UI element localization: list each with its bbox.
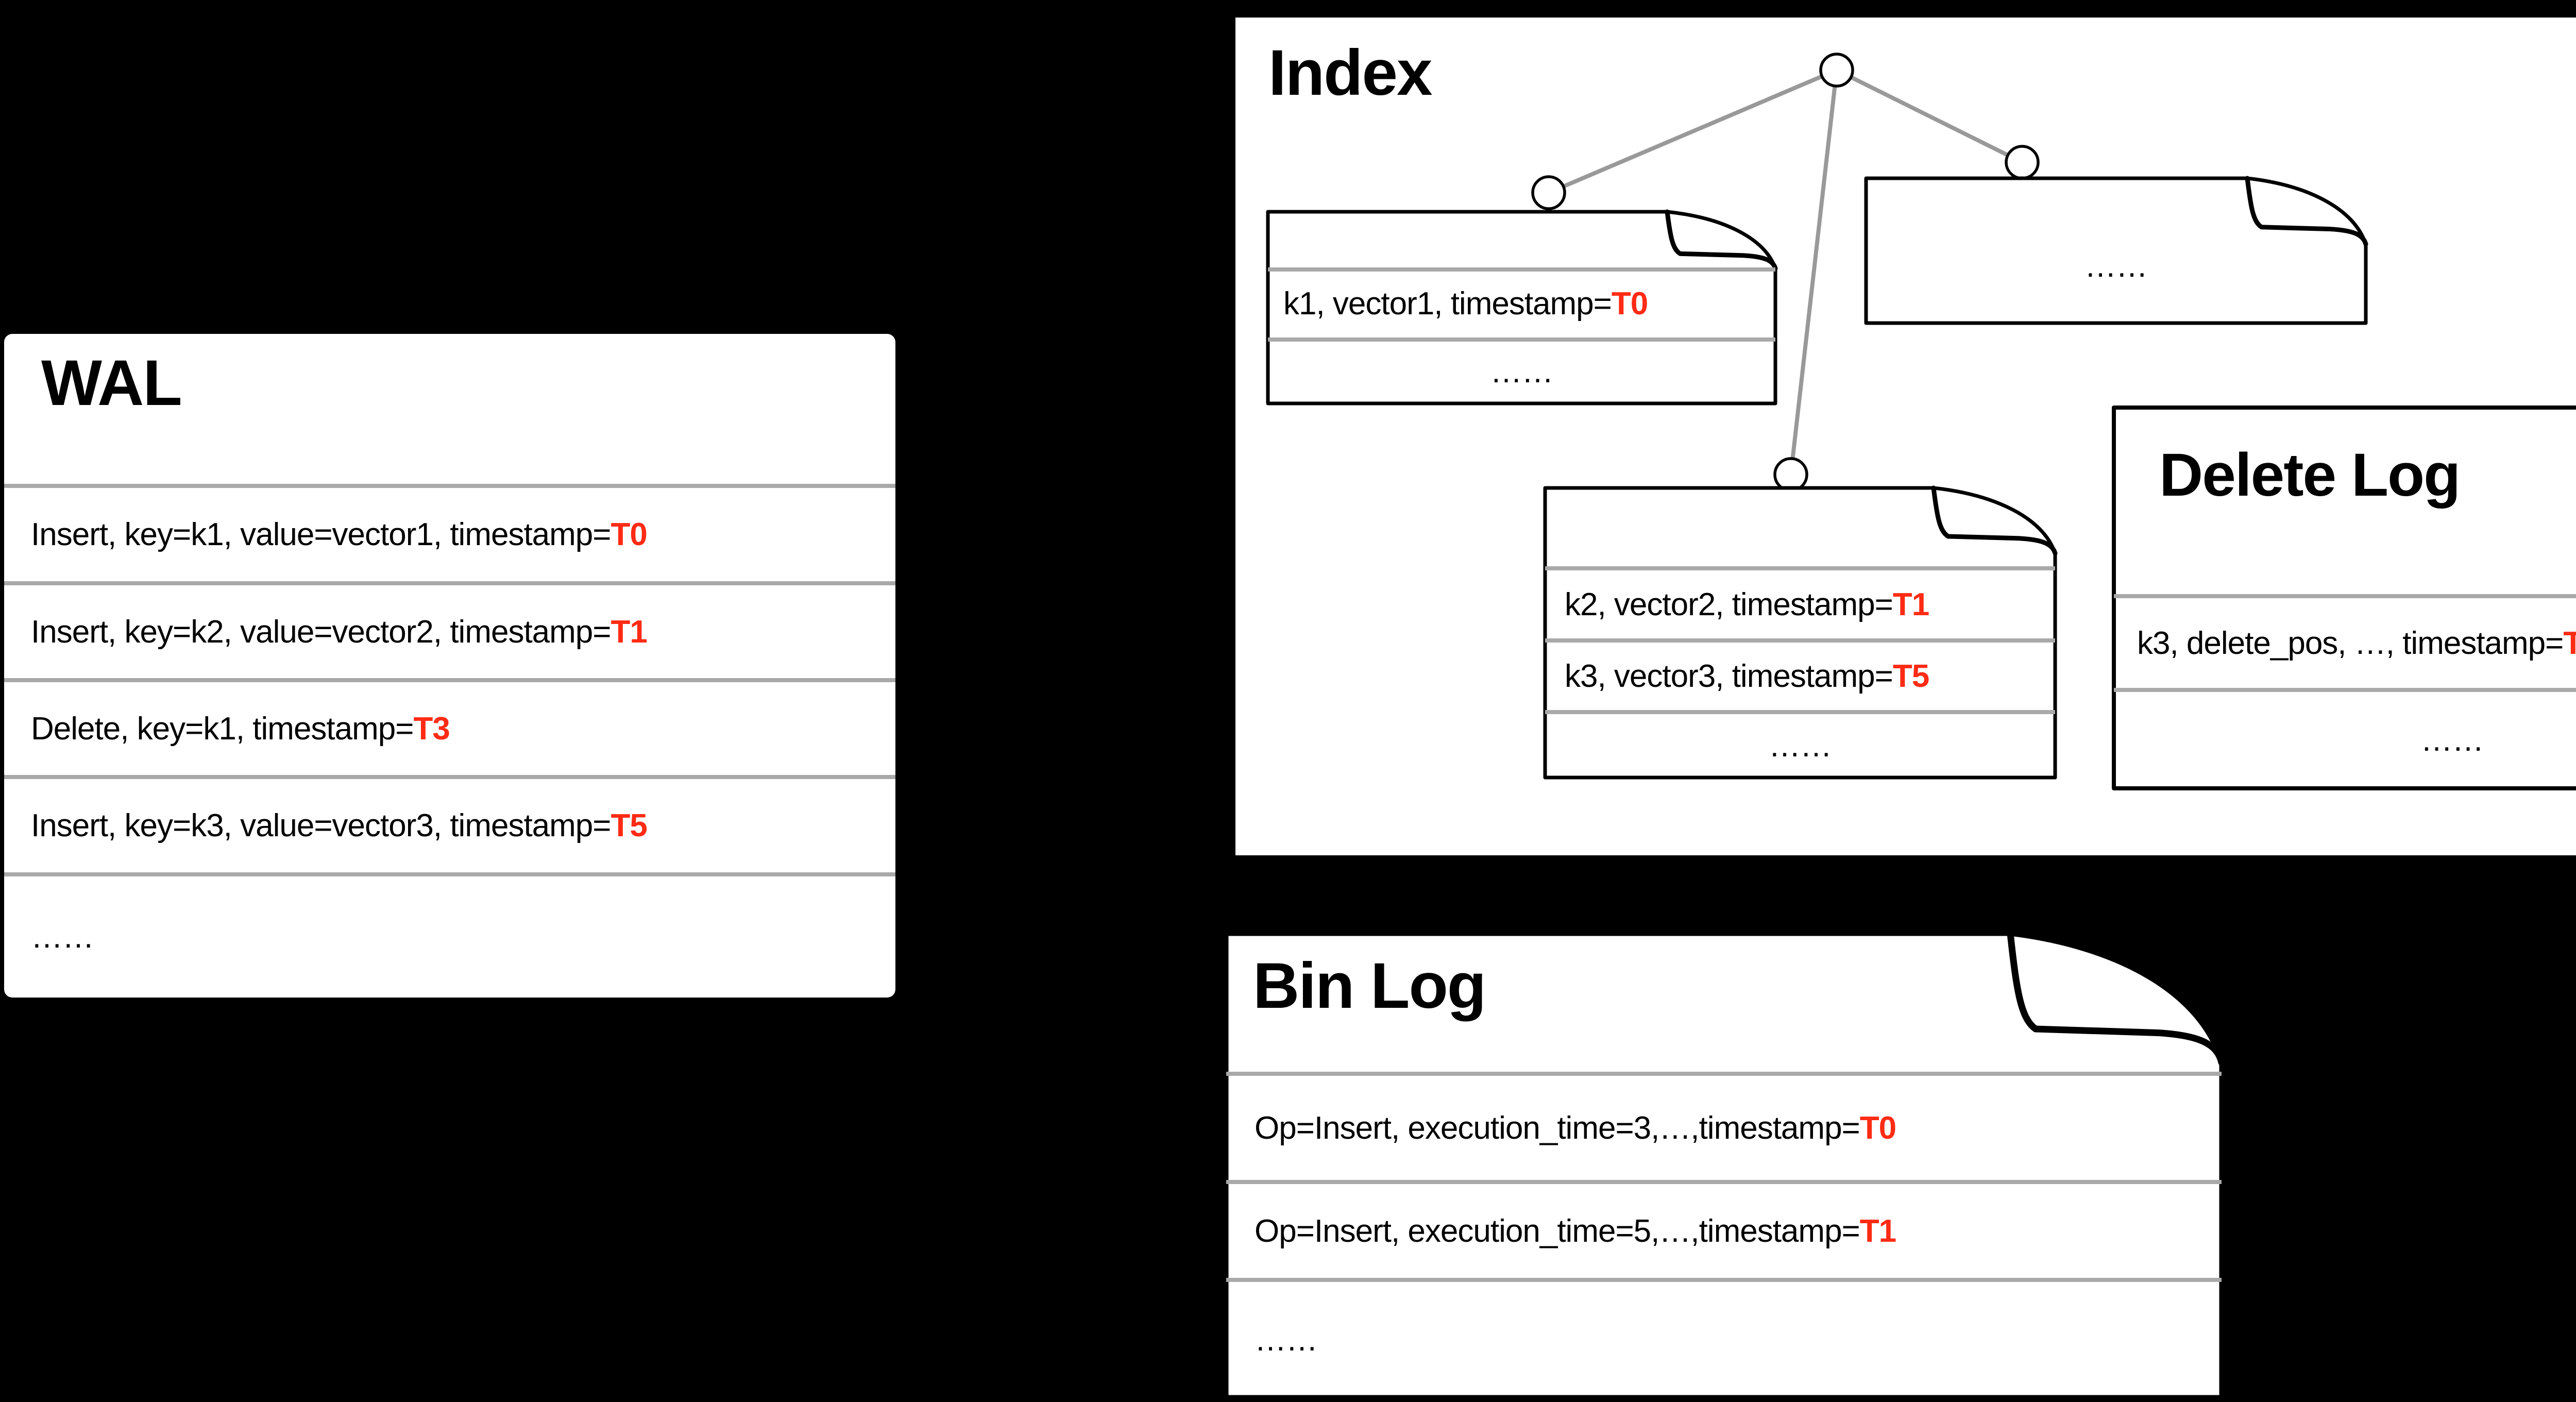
divider [1226, 1278, 2222, 1282]
divider [4, 484, 895, 488]
timestamp-value: T1 [611, 614, 648, 650]
delete-log-row-ellipsis: …… [2114, 692, 2576, 788]
segment-row: k3, vector3, timestamp=T5 [1545, 643, 2075, 710]
timestamp-value: T0 [1859, 1110, 1896, 1146]
divider [1268, 267, 1775, 272]
ellipsis-text: …… [1255, 1322, 1318, 1358]
segment-row-text: k3, vector3, timestamp= [1565, 658, 1893, 694]
divider [2114, 594, 2576, 598]
index-title: Index [1268, 37, 1432, 109]
tree-edge [1836, 68, 2023, 164]
timestamp-value: T0 [611, 517, 648, 552]
bin-log-row-text: Op=Insert, execution_time=5,…,timestamp= [1255, 1213, 1860, 1249]
index-segment-doc-more: …… [1864, 176, 2368, 325]
timestamp-value: T5 [611, 808, 648, 843]
tree-edge [1548, 68, 1838, 195]
timestamp-value: T5 [1892, 658, 1929, 694]
segment-row-text: k1, vector1, timestamp= [1283, 286, 1612, 322]
bin-log-doc: Bin Log Op=Insert, execution_time=3,…,ti… [1224, 930, 2225, 1400]
segment-row-ellipsis: …… [1268, 340, 1775, 403]
divider [1545, 638, 2055, 643]
delete-log-row-text: k3, delete_pos, …, timestamp= [2137, 625, 2564, 661]
wal-row-text: Delete, key=k1, timestamp= [31, 711, 414, 747]
segment-row-ellipsis: …… [1545, 714, 2055, 778]
wal-box: WAL Insert, key=k1, value=vector1, times… [4, 334, 895, 998]
segment-row-text: k2, vector2, timestamp= [1565, 586, 1893, 622]
divider [4, 872, 895, 876]
timestamp-value: T3 [413, 711, 450, 747]
tree-edge [1789, 70, 1839, 475]
wal-row-text: Insert, key=k1, value=vector1, timestamp… [31, 517, 611, 552]
divider [4, 678, 895, 682]
timestamp-value: T3 [2563, 625, 2576, 661]
wal-row: Insert, key=k2, value=vector2, timestamp… [4, 585, 922, 678]
timestamp-value: T0 [1611, 286, 1648, 322]
bin-log-title: Bin Log [1253, 950, 1486, 1022]
tree-node-left [1531, 175, 1566, 210]
wal-row-text: Insert, key=k3, value=vector3, timestamp… [31, 808, 611, 843]
wal-title: WAL [41, 347, 182, 419]
index-panel: Index k1, vector1, timestamp=T0 …… [1232, 14, 2576, 858]
ellipsis-text: …… [2420, 722, 2484, 758]
wal-row-text: Insert, key=k2, value=vector2, timestamp… [31, 614, 611, 650]
ellipsis-text: …… [1769, 728, 1832, 764]
tree-node-right [2005, 145, 2040, 180]
index-segment-doc-k1: k1, vector1, timestamp=T0 …… [1266, 209, 1778, 406]
divider [4, 581, 895, 585]
ellipsis-text: …… [2084, 248, 2148, 284]
delete-log-doc: Delete Log k3, delete_pos, …, timestamp=… [2112, 406, 2576, 790]
bin-log-row-text: Op=Insert, execution_time=3,…,timestamp= [1255, 1110, 1860, 1146]
divider [1545, 710, 2055, 714]
divider [4, 775, 895, 779]
divider [1226, 1180, 2222, 1184]
document-shape [1864, 176, 2368, 325]
wal-row: Insert, key=k3, value=vector3, timestamp… [4, 779, 922, 872]
divider [1226, 1072, 2222, 1076]
timestamp-value: T1 [1892, 586, 1929, 622]
segment-row-ellipsis: …… [1866, 209, 2366, 323]
divider [2114, 688, 2576, 692]
delete-log-title: Delete Log [2159, 441, 2461, 509]
bin-log-row-ellipsis: …… [1226, 1282, 2250, 1397]
wal-row-ellipsis: …… [4, 876, 922, 998]
segment-row: k1, vector1, timestamp=T0 [1268, 270, 1791, 337]
timestamp-value: T1 [1859, 1213, 1896, 1249]
tree-node-root [1819, 53, 1854, 88]
divider [1268, 337, 1775, 342]
ellipsis-text: …… [1490, 354, 1554, 390]
document-shape [1543, 485, 2058, 780]
index-segment-doc-k2-k3: k2, vector2, timestamp=T1 k3, vector3, t… [1543, 485, 2058, 780]
index-tree [1531, 53, 2040, 492]
ellipsis-text: …… [31, 919, 94, 955]
delete-log-row: k3, delete_pos, …, timestamp=T3 [2114, 598, 2576, 688]
tree-node-mid [1773, 457, 1808, 492]
wal-row: Insert, key=k1, value=vector1, timestamp… [4, 488, 922, 581]
divider [1545, 566, 2055, 570]
bin-log-row: Op=Insert, execution_time=5,…,timestamp=… [1226, 1184, 2250, 1278]
wal-row: Delete, key=k1, timestamp=T3 [4, 682, 922, 775]
segment-row: k2, vector2, timestamp=T1 [1545, 570, 2075, 638]
bin-log-row: Op=Insert, execution_time=3,…,timestamp=… [1226, 1076, 2250, 1180]
